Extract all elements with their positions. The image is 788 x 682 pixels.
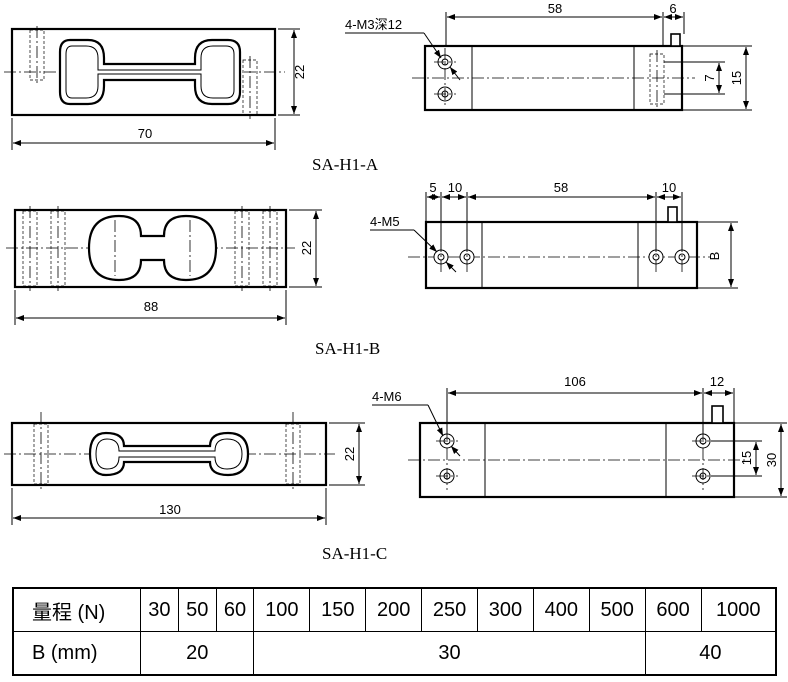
capacity-cell: 400 [532, 587, 590, 632]
view-a-caption: SA-H1-A [312, 155, 379, 174]
table-row: 量程 (N) 30 50 60 100 150 200 250 300 400 … [12, 587, 777, 632]
capacity-cell: 50 [177, 587, 217, 632]
view-b-caption: SA-H1-B [315, 339, 380, 358]
capacity-cell: 500 [588, 587, 646, 632]
b-value-cell: 40 [644, 631, 777, 676]
b-value-cell: 20 [139, 631, 255, 676]
view-b-pitch-label: 10 [448, 180, 462, 195]
view-b-thread-label: 4-M5 [370, 214, 400, 229]
b-header: B (mm) [12, 631, 141, 676]
capacity-cell: 1000 [700, 587, 777, 632]
view-b-front: 22 88 [6, 206, 322, 325]
spec-table: 量程 (N) 30 50 60 100 150 200 250 300 400 … [12, 587, 777, 676]
capacity-cell: 150 [309, 587, 367, 632]
view-c-front: 22 130 [4, 412, 365, 525]
view-c-width-label: 130 [159, 502, 181, 517]
capacity-cell: 100 [253, 587, 311, 632]
capacity-cell: 60 [215, 587, 255, 632]
view-c-tab-label: 12 [710, 374, 724, 389]
view-a-side: 4-M3深12 58 6 7 15 [345, 1, 752, 112]
view-a-width-label: 70 [138, 126, 152, 141]
view-a-length-label: 58 [548, 1, 562, 16]
drawing-canvas: 22 70 4-M3深12 58 6 [4, 1, 787, 563]
view-c-side-height-label: 30 [764, 453, 779, 467]
view-b-width-label: 88 [144, 299, 158, 314]
view-a-side-height-label: 15 [729, 71, 744, 85]
view-a-inner-label: 7 [702, 74, 717, 81]
view-c-thread-label: 4-M6 [372, 389, 402, 404]
capacity-cell: 600 [644, 587, 702, 632]
capacity-cell: 30 [140, 587, 179, 632]
view-a-height-label: 22 [292, 65, 307, 79]
b-value-cell: 30 [253, 631, 646, 676]
capacity-cell: 200 [365, 587, 423, 632]
view-b-side: 4-M5 5 10 58 10 B [370, 180, 738, 290]
capacity-cell: 250 [421, 587, 478, 632]
view-b-height-label: 22 [299, 241, 314, 255]
view-c-caption: SA-H1-C [322, 544, 387, 563]
view-a-thread-label: 4-M3深12 [345, 17, 402, 32]
view-c-height-label: 22 [342, 447, 357, 461]
view-c-length-label: 106 [564, 374, 586, 389]
view-c-side: 4-M6 106 12 15 30 [372, 374, 787, 499]
capacity-header: 量程 (N) [12, 587, 141, 632]
view-b-edge-label: 5 [429, 180, 436, 195]
capacity-cell: 300 [477, 587, 534, 632]
view-c-inner-label: 15 [739, 451, 754, 465]
table-row: B (mm) 20 30 40 [12, 631, 777, 676]
view-b-length-label: 58 [554, 180, 568, 195]
view-b-side-height-label: B [707, 252, 722, 261]
view-a-tab-label: 6 [669, 1, 676, 16]
view-b-tab-label: 10 [662, 180, 676, 195]
view-a-front: 22 70 [4, 26, 307, 150]
